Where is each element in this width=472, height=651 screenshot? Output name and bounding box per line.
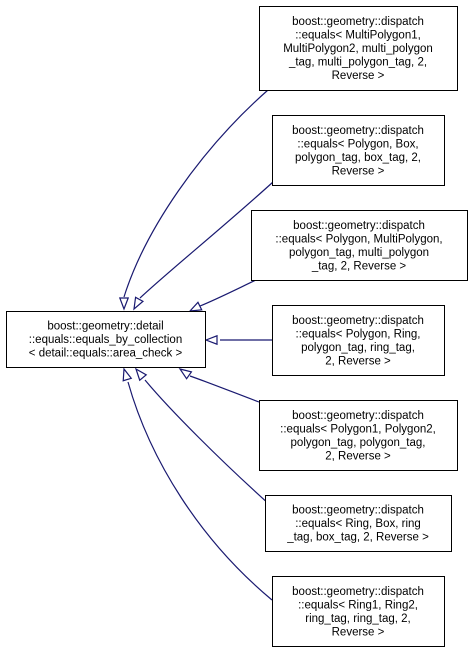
derived-class-node-mp_mp-label-line: boost::geometry::dispatch — [292, 16, 424, 28]
inheritance-edge-poly_poly — [178, 368, 260, 403]
derived-class-node-ring_ring-label-line: ring_tag, ring_tag, 2, — [305, 613, 411, 625]
derived-class-node-poly_ring-label-line: polygon_tag, ring_tag, — [301, 342, 415, 354]
derived-class-node-poly_poly[interactable]: boost::geometry::dispatch::equals< Polyg… — [259, 400, 458, 471]
inheritance-edge-ring_box — [134, 367, 271, 506]
derived-class-node-poly_ring-label-line: 2, Reverse > — [325, 355, 391, 367]
derived-class-node-poly_box-box — [272, 115, 445, 186]
inheritance-edges — [118, 89, 274, 601]
derived-class-node-poly_ring-label-line: ::equals< Polygon, Ring, — [296, 328, 421, 340]
derived-class-node-ring_box[interactable]: boost::geometry::dispatch::equals< Ring,… — [265, 495, 452, 552]
derived-class-node-poly_mp-label-line: boost::geometry::dispatch — [293, 220, 425, 232]
derived-class-node-poly_box-label-line: boost::geometry::dispatch — [292, 125, 424, 137]
base-class-node-label-line: < detail::equals::area_check > — [29, 348, 183, 360]
inheritance-arrowhead — [122, 367, 133, 382]
inheritance-arrowhead — [188, 301, 203, 312]
derived-class-node-poly_mp-label-line: ::equals< Polygon, MultiPolygon, — [275, 233, 442, 245]
derived-class-node-ring_ring-label-line: boost::geometry::dispatch — [292, 586, 424, 598]
derived-class-node-poly_ring[interactable]: boost::geometry::dispatch::equals< Polyg… — [272, 305, 445, 376]
derived-class-node-mp_mp-box — [259, 6, 458, 91]
inheritance-edge-poly_box — [133, 181, 274, 311]
inheritance-arrowhead — [134, 367, 148, 382]
edge-line — [144, 379, 271, 506]
derived-class-node-ring_box-label-line: _tag, box_tag, 2, Reverse > — [286, 532, 429, 544]
base-class-node-box — [6, 311, 206, 368]
derived-class-node-poly_poly-label-line: 2, Reverse > — [325, 450, 391, 462]
derived-class-node-ring_ring-label-line: Reverse > — [332, 626, 385, 638]
derived-class-node-poly_box-label-line: polygon_tag, box_tag, 2, — [295, 152, 421, 164]
inheritance-arrowhead — [178, 368, 193, 380]
inheritance-arrowhead — [133, 296, 145, 311]
derived-class-node-ring_ring-box — [272, 576, 445, 647]
edge-line — [189, 375, 260, 403]
inheritance-edge-poly_ring — [204, 334, 272, 346]
derived-class-node-mp_mp-label-line: Reverse > — [332, 70, 385, 82]
derived-class-node-poly_mp-label-line: polygon_tag, multi_polygon — [289, 247, 429, 259]
inheritance-arrowhead — [204, 334, 218, 346]
derived-class-node-poly_poly-box — [259, 400, 458, 471]
derived-class-node-mp_mp[interactable]: boost::geometry::dispatch::equals< Multi… — [259, 6, 458, 91]
derived-class-node-poly_box[interactable]: boost::geometry::dispatch::equals< Polyg… — [272, 115, 445, 186]
derived-class-node-poly_box-label-line: ::equals< Polygon, Box, — [297, 138, 418, 150]
derived-class-node-poly_poly-label-line: polygon_tag, polygon_tag, — [291, 437, 426, 449]
inheritance-edge-ring_ring — [122, 367, 273, 601]
derived-class-node-ring_ring-label-line: ::equals< Ring1, Ring2, — [298, 599, 418, 611]
derived-class-node-ring_box-box — [265, 495, 452, 552]
inheritance-arrowhead — [118, 297, 130, 311]
edge-line — [123, 89, 269, 298]
derived-class-node-poly_box-label-line: Reverse > — [332, 165, 385, 177]
derived-class-node-ring_ring[interactable]: boost::geometry::dispatch::equals< Ring1… — [272, 576, 445, 647]
derived-class-node-poly_ring-box — [272, 305, 445, 376]
derived-class-node-poly_poly-label-line: boost::geometry::dispatch — [292, 410, 424, 422]
derived-class-node-poly_mp-label-line: _tag, 2, Reverse > — [311, 260, 407, 272]
derived-class-node-mp_mp-label-line: _tag, multi_polygon_tag, 2, — [288, 57, 427, 69]
derived-class-node-mp_mp-label-line: ::equals< MultiPolygon1, — [295, 30, 421, 42]
base-class-node-label-line: ::equals::equals_by_collection — [29, 334, 182, 346]
derived-class-node-poly_ring-label-line: boost::geometry::dispatch — [292, 315, 424, 327]
edge-line — [199, 279, 257, 307]
derived-class-node-poly_mp-box — [251, 210, 468, 281]
derived-class-node-ring_box-label-line: ::equals< Ring, Box, ring — [295, 518, 421, 530]
inheritance-edge-mp_mp — [118, 89, 269, 311]
derived-class-node-poly_poly-label-line: ::equals< Polygon1, Polygon2, — [280, 423, 436, 435]
class-nodes: boost::geometry::detail::equals::equals_… — [6, 6, 468, 647]
base-class-node-label-line: boost::geometry::detail — [47, 321, 163, 333]
derived-class-node-mp_mp-label-line: MultiPolygon2, multi_polygon — [283, 43, 433, 55]
edge-line — [127, 381, 273, 601]
edge-line — [139, 181, 274, 299]
inheritance-edge-poly_mp — [188, 279, 257, 312]
derived-class-node-poly_mp[interactable]: boost::geometry::dispatch::equals< Polyg… — [251, 210, 468, 281]
derived-class-node-ring_box-label-line: boost::geometry::dispatch — [292, 505, 424, 517]
base-class-node[interactable]: boost::geometry::detail::equals::equals_… — [6, 311, 206, 368]
